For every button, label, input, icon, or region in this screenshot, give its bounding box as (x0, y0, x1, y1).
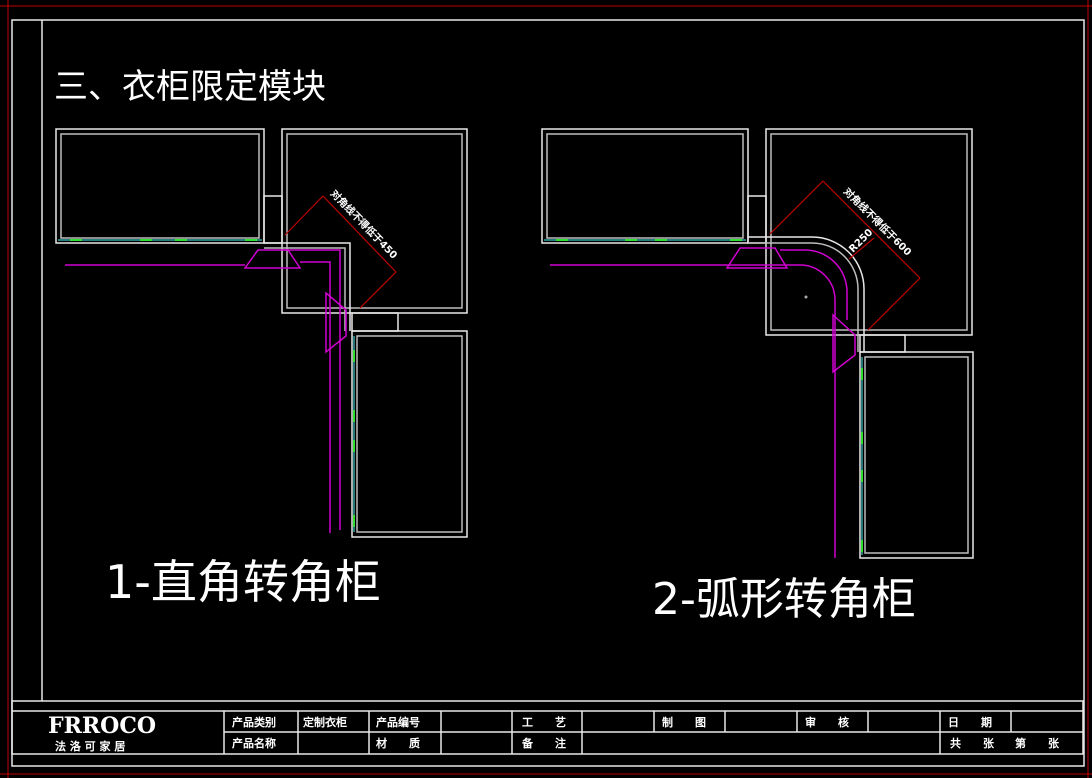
dimension-line (822, 180, 921, 279)
drawing-arc-corner: 对角线不得低于600 R250 2-弧形转角柜 (541, 128, 974, 625)
label-product-number: 产品编号 (376, 715, 420, 729)
page-title: 三、衣柜限定模块 (54, 67, 326, 107)
label-remarks: 备 注 (521, 736, 566, 750)
value-product-category: 定制衣柜 (303, 715, 347, 729)
logo-subtitle: 法 洛 可 家 居 (55, 739, 125, 753)
label-drawn-by: 制 图 (662, 715, 706, 729)
logo: FRROCO 法 洛 可 家 居 (48, 713, 156, 753)
drawing-right-angle-corner: 对角线不得低于450 1-直角转角柜 (55, 128, 468, 609)
cabinet-lower (859, 351, 974, 559)
dimension-line (322, 195, 397, 273)
hinge-handle (325, 291, 347, 354)
cabinet-upper-left (55, 128, 265, 244)
label-process: 工 艺 (522, 715, 566, 729)
cabinet-corner (281, 128, 468, 314)
title-block (11, 700, 1084, 755)
label-product-name: 产品名称 (232, 736, 276, 750)
hinge-handle (243, 249, 302, 269)
label-date: 日 期 (948, 715, 992, 729)
label-reviewed-by: 审 核 (805, 715, 849, 729)
label-sheet-number: 第 张 (1015, 736, 1060, 750)
caption: 1-直角转角柜 (105, 555, 381, 609)
hinge-handle (832, 313, 856, 374)
filler-panel (263, 195, 283, 244)
label-total-sheets: 共 张 (950, 736, 995, 750)
cabinet-upper-left (541, 128, 749, 244)
caption: 2-弧形转角柜 (652, 574, 916, 625)
label-product-category: 产品类别 (232, 715, 276, 729)
title-block-row-1: 产品类别 定制衣柜 产品编号 工 艺 制 图 审 核 日 期 (232, 715, 992, 729)
logo-text: FRROCO (48, 713, 156, 739)
filler-panel (859, 334, 906, 353)
drawing-frame (11, 19, 1085, 767)
filler-panel (747, 195, 767, 244)
radius-line (848, 237, 875, 260)
cabinet-lower (351, 330, 468, 538)
title-block-row-2: 产品名称 材 质 备 注 共 张 第 张 (232, 736, 1060, 750)
label-material: 材 质 (376, 736, 420, 750)
filler-panel (351, 312, 399, 332)
hinge-handle (725, 247, 789, 269)
